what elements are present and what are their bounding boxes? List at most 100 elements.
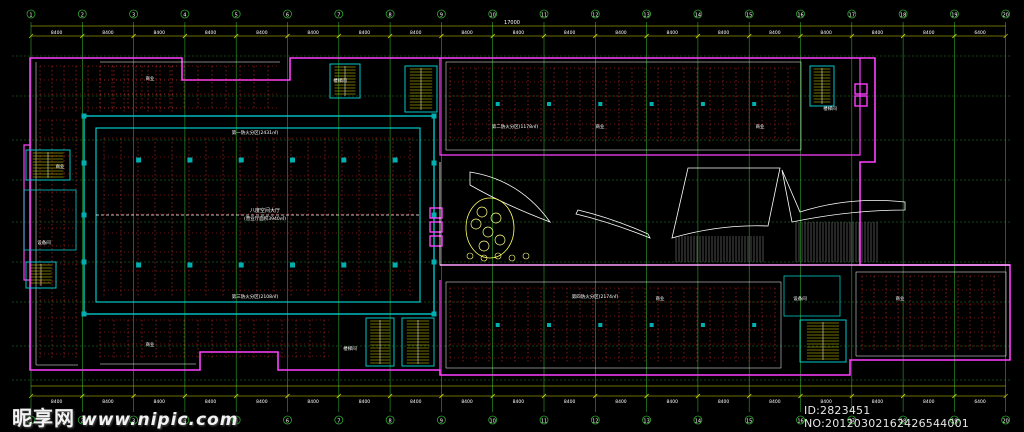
dimension-tick	[798, 393, 803, 399]
wing-inner-line	[35, 62, 78, 366]
shop-label: 商业	[596, 123, 605, 130]
stair-core	[365, 317, 395, 367]
axis-bubble	[539, 9, 549, 19]
bay-dimension-top: 6400	[974, 30, 986, 36]
zone-label-a: 第一防火分区(2431㎡)	[232, 129, 279, 136]
structural-column	[752, 323, 757, 327]
exterior-wall	[23, 144, 30, 281]
tree-icon	[482, 226, 494, 238]
axis-label-bottom: 9	[440, 419, 443, 425]
dimension-tick	[849, 393, 855, 399]
structural-column	[598, 102, 603, 106]
tree-icon	[494, 234, 506, 246]
dimension-tick	[439, 393, 444, 399]
axis-label-top: 19	[951, 13, 957, 19]
structural-column	[238, 157, 244, 163]
stair-core	[809, 65, 835, 107]
bay-dimension-top: 8400	[461, 30, 473, 36]
dimension-tick	[233, 33, 239, 39]
structural-column	[700, 323, 705, 327]
bay-dimension-top: 8400	[769, 30, 781, 36]
axis-bubble	[693, 415, 703, 425]
axis-label-bottom: 15	[746, 419, 752, 425]
axis-label-bottom: 16	[797, 419, 803, 425]
structural-column	[431, 259, 437, 265]
axis-bubble	[231, 415, 241, 425]
dimension-tick	[28, 33, 34, 39]
axis-bubble	[283, 415, 292, 425]
bay-dimension-top: 8400	[154, 30, 166, 36]
axis-label-bottom: 5	[235, 419, 238, 425]
axis-label-top: 1	[29, 13, 32, 19]
dimension-lines: 1700084008400840084008400840084008400840…	[28, 20, 1008, 405]
axis-bubble	[436, 9, 446, 19]
stair-label: 楼梯间	[333, 77, 347, 84]
tree-icon	[478, 240, 490, 252]
axis-label-bottom: 10	[490, 419, 496, 425]
wing-inner-line	[445, 61, 802, 151]
axis-label-bottom: 18	[900, 419, 906, 425]
axis-label-top: 20	[1003, 13, 1009, 19]
structural-column	[81, 259, 87, 265]
axis-bubble	[436, 415, 446, 425]
column-grid-lines: 1122334455667788991010111112121313141415…	[12, 9, 1012, 425]
axis-label-top: 7	[337, 13, 340, 19]
dimension-tick	[746, 33, 752, 39]
axis-bubble	[77, 9, 87, 19]
bay-dimension-bottom: 8400	[359, 399, 371, 405]
structural-column	[700, 102, 705, 106]
dimension-tick	[182, 393, 188, 399]
dimension-tick	[798, 33, 803, 39]
axis-bubble	[744, 9, 754, 19]
wing-inner-line	[855, 271, 1007, 357]
structural-column	[431, 212, 437, 218]
bay-dimension-top: 8400	[205, 30, 217, 36]
axis-label-top: 15	[746, 13, 752, 19]
dimension-tick	[1003, 393, 1008, 399]
dimension-tick	[233, 393, 239, 399]
dimension-tick	[490, 393, 495, 399]
shop-label: 商业	[756, 123, 765, 130]
bay-dimension-top: 8400	[718, 30, 730, 36]
axis-label-bottom: 7	[337, 419, 340, 425]
axis-label-bottom: 12	[592, 419, 598, 425]
room-labels: 第一防火分区(2431㎡)第二防火分区(1178㎡)八度空间大厅(营业厅面积39…	[37, 75, 905, 352]
canopy-structure	[671, 167, 781, 239]
axis-bubble	[385, 9, 395, 19]
structural-column	[649, 102, 654, 106]
bay-dimension-top: 8400	[410, 30, 422, 36]
stair-label: 楼梯间	[823, 105, 837, 112]
axis-bubble	[1001, 9, 1011, 19]
dimension-tick	[695, 33, 701, 39]
axis-label-bottom: 20	[1003, 419, 1009, 425]
dimension-tick	[849, 33, 855, 39]
bay-dimension-top: 8400	[513, 30, 525, 36]
shop-label: 商业	[896, 295, 905, 302]
axis-label-top: 6	[286, 13, 289, 19]
bay-dimension-bottom: 8400	[872, 399, 884, 405]
dimension-tick	[285, 393, 290, 399]
bay-dimension-bottom: 6400	[974, 399, 986, 405]
wing-inner-line	[445, 281, 782, 369]
structural-column	[649, 323, 654, 327]
axis-bubble	[590, 9, 600, 19]
structural-column	[290, 157, 295, 163]
structural-column	[431, 311, 437, 317]
shrub-icon	[522, 252, 530, 260]
dimension-tick	[644, 393, 649, 399]
bay-dimension-bottom: 8400	[667, 399, 679, 405]
stair-core	[799, 319, 847, 363]
bay-dimension-top: 8400	[564, 30, 576, 36]
door-marker	[429, 221, 443, 233]
axis-label-top: 4	[183, 13, 186, 19]
dimension-tick	[593, 393, 598, 399]
axis-label-top: 9	[440, 13, 443, 19]
axis-label-top: 18	[900, 13, 906, 19]
bay-dimension-bottom: 8400	[205, 399, 217, 405]
plaza-planter	[575, 209, 651, 239]
structural-column	[495, 102, 500, 106]
shrub-icon	[508, 254, 516, 262]
bay-dimension-bottom: 8400	[718, 399, 730, 405]
stair-core	[25, 149, 71, 181]
